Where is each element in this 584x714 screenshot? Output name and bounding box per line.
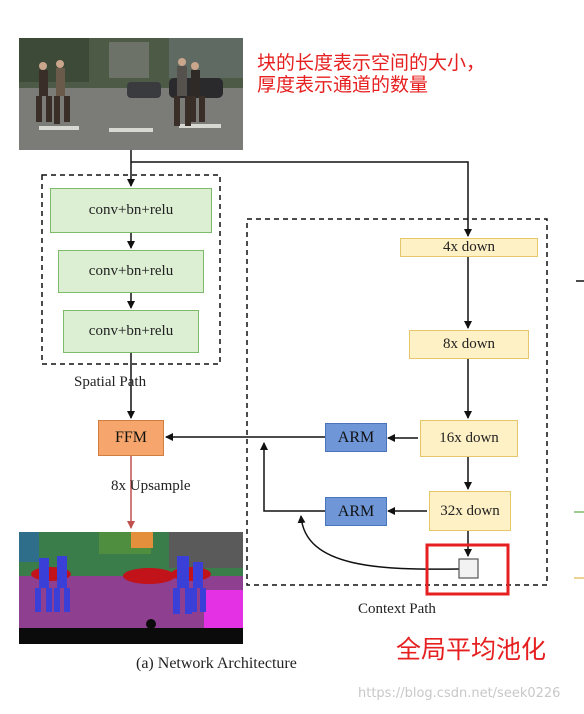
spatial-conv-block-3: conv+bn+relu [63,310,199,353]
spatial-conv-block-2: conv+bn+relu [58,250,204,293]
watermark: https://blog.csdn.net/seek0226 [358,686,561,701]
global-pool-highlight [425,543,510,596]
output-segmentation-image [19,532,243,644]
arm-bottom-block: ARM [325,497,387,526]
input-street-image [19,38,243,150]
context-4x-down-block: 4x down [400,238,538,257]
spatial-size-note: 块的长度表示空间的大小，厚度表示通道的数量 [257,52,486,96]
spatial-path-label: Spatial Path [74,374,147,390]
global-pool-node [458,558,479,579]
spatial-conv-block-1: conv+bn+relu [50,188,212,233]
upsample-label: 8x Upsample [111,478,191,494]
context-path-label: Context Path [358,601,436,617]
context-32x-down-block: 32x down [429,491,511,531]
global-pool-annotation: 全局平均池化 [396,635,547,664]
context-8x-down-block: 8x down [409,330,529,359]
figure-caption: (a) Network Architecture [136,655,297,672]
arm-top-block: ARM [325,423,387,452]
context-16x-down-block: 16x down [420,420,518,457]
ffm-block: FFM [98,420,164,456]
spatial-path-frame [41,174,221,365]
